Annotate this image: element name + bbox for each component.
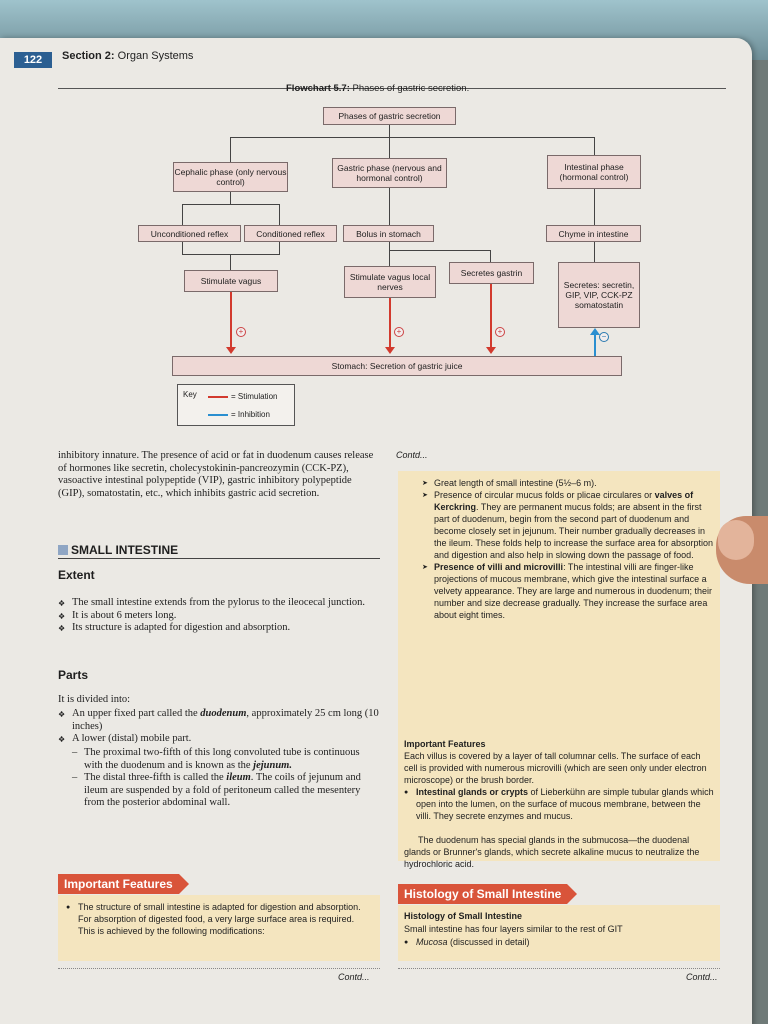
histology-text: Small intestine has four layers similar … xyxy=(404,924,623,934)
intro-paragraph: inhibitory innature. The presence of aci… xyxy=(58,450,374,499)
flow-line xyxy=(182,242,183,254)
parts-sublist: The proximal two-fifth of this long conv… xyxy=(58,747,380,810)
minus-sign: − xyxy=(599,332,609,342)
list-item: The distal three-fifth is called the ile… xyxy=(72,772,380,810)
contd-label: Contd... xyxy=(396,450,428,460)
important-features-banner: Important Features xyxy=(58,874,189,894)
stimulation-arrow xyxy=(486,284,496,354)
important-features-panel: The structure of small intestine is adap… xyxy=(58,895,380,961)
flow-box-cephalic: Cephalic phase (only nervous control) xyxy=(173,162,288,192)
flow-line xyxy=(279,204,280,225)
flow-box-conditioned: Conditioned reflex xyxy=(244,225,337,242)
parts-list: An upper fixed part called the duodenum,… xyxy=(58,708,380,746)
feature-list: The structure of small intestine is adap… xyxy=(66,901,372,937)
book-page: 122 Section 2: Organ Systems Flowchart 5… xyxy=(0,38,752,1024)
villus-paragraph: Each villus is covered by a layer of tal… xyxy=(404,751,707,785)
flow-line xyxy=(389,137,390,162)
plus-sign: + xyxy=(394,327,404,337)
inhibition-arrow-icon xyxy=(208,413,228,416)
page-number: 122 xyxy=(14,52,52,68)
flow-box-stimulate-vagus: Stimulate vagus xyxy=(184,270,278,292)
important-features-subheading: Important Features xyxy=(404,739,486,749)
key-inhibition: = Inhibition xyxy=(208,410,270,419)
features-list: Great length of small intestine (5½–6 m)… xyxy=(422,477,714,621)
list-item: Presence of circular mucus folds or plic… xyxy=(422,489,714,561)
flow-line xyxy=(230,137,595,138)
flowchart-key: Key = Stimulation = Inhibition xyxy=(177,384,295,426)
flow-box-root: Phases of gastric secretion xyxy=(323,107,456,125)
extent-heading: Extent xyxy=(58,568,95,582)
header-rule xyxy=(58,88,726,89)
flow-box-stomach: Stomach: Secretion of gastric juice xyxy=(172,356,622,376)
key-stimulation: = Stimulation xyxy=(208,392,277,401)
heading-square-icon xyxy=(58,545,68,555)
flow-line xyxy=(594,189,595,225)
flowchart-title: Flowchart 5.7: Phases of gastric secreti… xyxy=(286,83,470,94)
features-continued-panel: Great length of small intestine (5½–6 m)… xyxy=(398,471,720,869)
extent-list: The small intestine extends from the pyl… xyxy=(58,597,380,635)
flow-line xyxy=(490,250,491,262)
list-item: Intestinal glands or crypts of Lieberküh… xyxy=(404,786,714,822)
flow-box-unconditioned: Unconditioned reflex xyxy=(138,225,241,242)
flow-line xyxy=(389,188,390,225)
duodenum-paragraph: The duodenum has special glands in the s… xyxy=(404,835,700,869)
flow-line xyxy=(230,137,231,162)
parts-heading: Parts xyxy=(58,668,89,682)
list-item: The structure of small intestine is adap… xyxy=(66,901,372,937)
contd-label: Contd... xyxy=(338,972,370,982)
flow-line xyxy=(230,192,231,204)
flow-box-gastric: Gastric phase (nervous and hormonal cont… xyxy=(332,158,447,188)
stimulation-arrow xyxy=(385,298,395,354)
stimulation-arrow-icon xyxy=(208,395,228,398)
list-item: Great length of small intestine (5½–6 m)… xyxy=(422,477,714,490)
flow-line xyxy=(389,250,390,266)
list-item: Its structure is adapted for digestion a… xyxy=(58,622,380,635)
flow-box-stimulate-vagus-local: Stimulate vagus local nerves xyxy=(344,266,436,298)
flow-box-intestinal: Intestinal phase (hormonal control) xyxy=(547,155,641,189)
key-label: Key xyxy=(183,390,197,399)
flow-box-secretes-hormones: Secretes: secretin, GIP, VIP, CCK-PZ som… xyxy=(558,262,640,328)
list-item: It is about 6 meters long. xyxy=(58,610,380,623)
flow-line xyxy=(389,125,390,137)
flow-line xyxy=(279,242,280,254)
section-heading: SMALL INTESTINE xyxy=(58,543,380,559)
inhibition-arrow xyxy=(590,328,600,356)
flow-box-chyme: Chyme in intestine xyxy=(546,225,641,242)
flow-line xyxy=(594,242,595,262)
histology-banner: Histology of Small Intestine xyxy=(398,884,578,904)
histology-heading: Histology of Small Intestine xyxy=(404,911,523,921)
flow-line xyxy=(182,204,280,205)
list-item: The proximal two-fifth of this long conv… xyxy=(72,747,380,772)
list-item: Presence of villi and microvilli: The in… xyxy=(422,561,714,621)
list-item: A lower (distal) mobile part. xyxy=(58,733,380,746)
flow-line xyxy=(230,254,231,270)
list-item: Mucosa (discussed in detail) xyxy=(404,936,714,949)
plus-sign: + xyxy=(495,327,505,337)
dotted-rule xyxy=(398,968,720,969)
section-title: Section 2: Organ Systems xyxy=(62,50,194,62)
dotted-rule xyxy=(58,968,380,969)
thumbnail-nail xyxy=(718,520,754,560)
stimulation-arrow xyxy=(226,292,236,354)
list-item: An upper fixed part called the duodenum,… xyxy=(58,708,380,733)
flow-line xyxy=(389,242,390,250)
flow-line xyxy=(389,250,491,251)
flow-box-secretes-gastrin: Secretes gastrin xyxy=(449,262,534,284)
glands-list: Intestinal glands or crypts of Lieberküh… xyxy=(404,786,714,822)
list-item: The small intestine extends from the pyl… xyxy=(58,597,380,610)
flow-line xyxy=(594,137,595,155)
flow-box-bolus: Bolus in stomach xyxy=(343,225,434,242)
histology-list: Mucosa (discussed in detail) xyxy=(404,936,714,949)
flow-line xyxy=(182,204,183,225)
histology-panel: Histology of Small Intestine Small intes… xyxy=(398,905,720,961)
parts-intro: It is divided into: xyxy=(58,694,131,705)
flow-line xyxy=(182,254,280,255)
contd-label: Contd... xyxy=(686,972,718,982)
plus-sign: + xyxy=(236,327,246,337)
